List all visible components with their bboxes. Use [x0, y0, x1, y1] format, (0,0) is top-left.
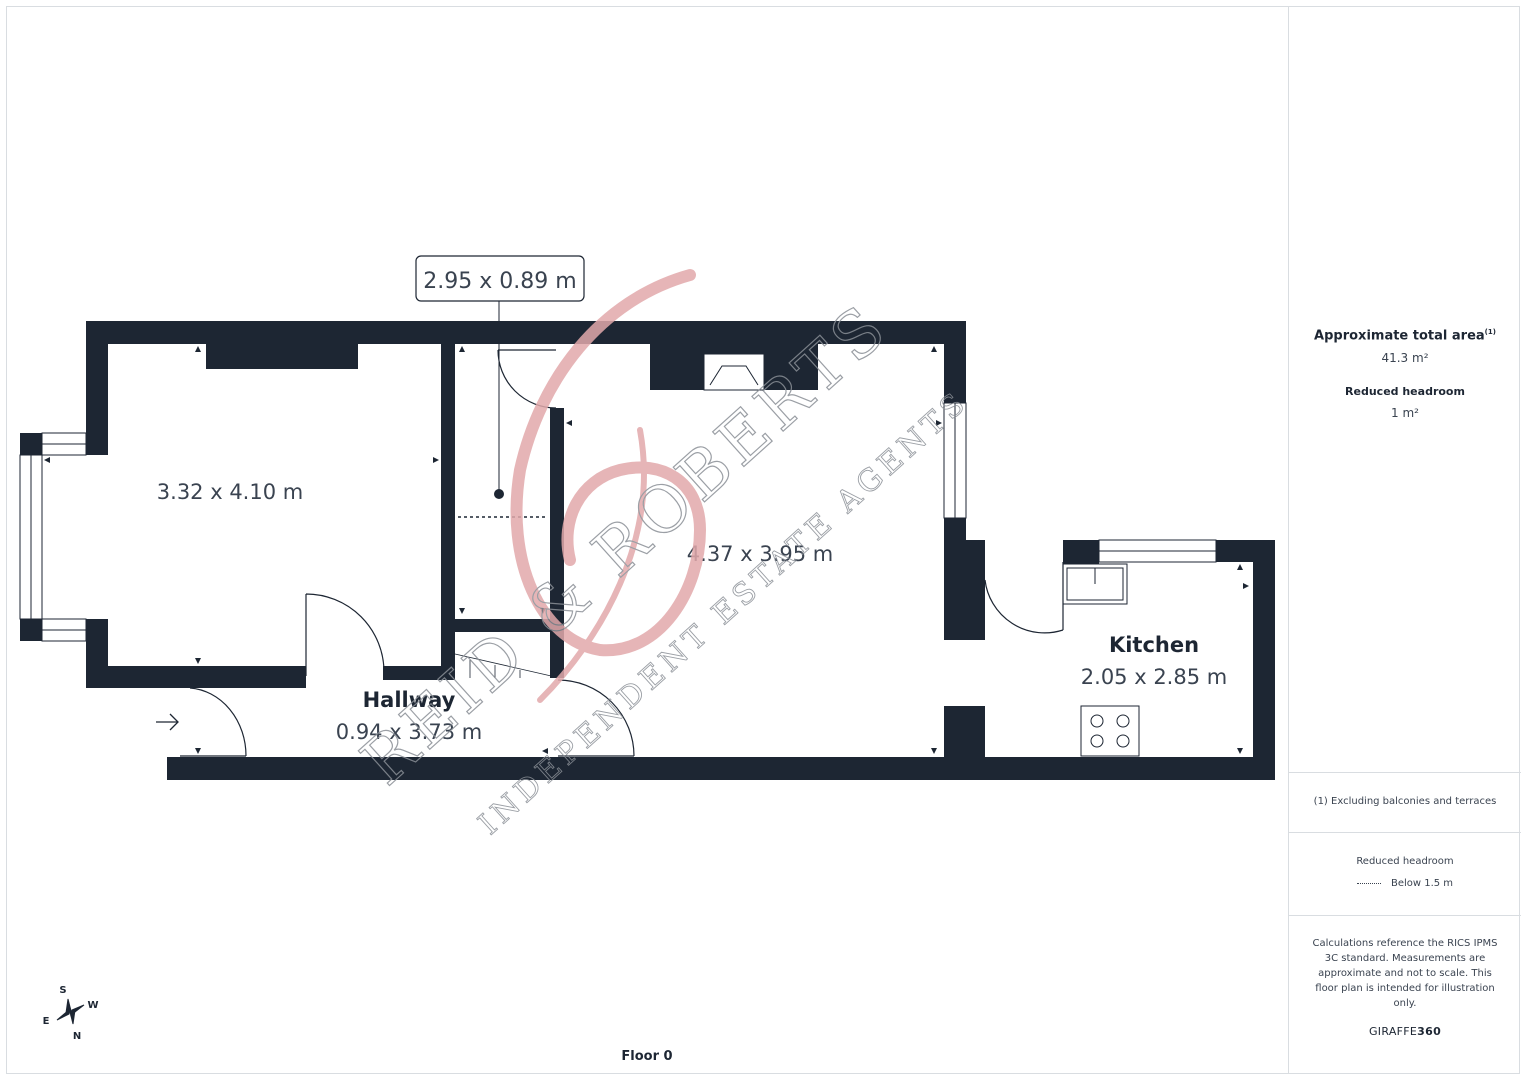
legend-title: Reduced headroom: [1356, 856, 1454, 867]
wall-bay-bottom: [20, 619, 42, 641]
total-area-note-marker: (1): [1484, 328, 1496, 336]
compass-n: N: [73, 1031, 81, 1042]
area-summary: Approximate total area(1) 41.3 m² Reduce…: [1289, 328, 1521, 420]
walls: [20, 321, 1275, 780]
total-area-title: Approximate total area(1): [1289, 328, 1521, 343]
divider: [1289, 772, 1521, 773]
legend-row: Below 1.5 m: [1289, 878, 1521, 889]
total-area-value: 41.3 m²: [1381, 351, 1429, 366]
reduced-headroom-title: Reduced headroom: [1345, 385, 1465, 399]
entrance-arrow-icon: [156, 713, 179, 731]
info-sidebar: Approximate total area(1) 41.3 m² Reduce…: [1288, 6, 1521, 1074]
storage-callout-leader: [494, 301, 504, 499]
doors: [180, 349, 1064, 757]
reduced-headroom-value: 1 m²: [1391, 406, 1419, 421]
page-frame: [6, 6, 1520, 1074]
hallway-name: Hallway: [363, 688, 456, 712]
stairs-diagonal: [454, 653, 561, 679]
windows: [19, 353, 1217, 642]
footnote: (1) Excluding balconies and terraces: [1313, 796, 1497, 807]
wall-right-upper: [944, 321, 966, 403]
wall-chimney-back: [650, 344, 818, 354]
wall-right-mid: [944, 518, 966, 540]
room-a-dimensions: 3.32 x 4.10 m: [157, 480, 303, 504]
hallway-dimensions: 0.94 x 3.73 m: [336, 720, 482, 744]
wall-room-a-bottom-right: [383, 666, 455, 680]
dotted-line-icon: [1356, 883, 1381, 884]
wall-kitchen-right: [1253, 540, 1275, 780]
door-front: [180, 687, 247, 757]
divider: [1289, 915, 1521, 916]
wall-right-jamb: [944, 540, 985, 640]
storage-callout-box: [415, 255, 585, 302]
fireplace-opening: [703, 353, 765, 391]
wall-room-a-top-block: [206, 344, 358, 369]
storage-callout-text: 2.95 x 0.89 m: [423, 269, 576, 294]
brand-suffix: 360: [1417, 1025, 1442, 1038]
wall-storage-shelf: [455, 619, 550, 632]
compass-s: S: [59, 985, 66, 996]
hob-icon: [1080, 705, 1140, 757]
room-b-dimensions: 4.37 x 3.95 m: [687, 542, 833, 566]
door-room-a: [305, 593, 385, 676]
floor-label: Floor 0: [621, 1049, 672, 1064]
wall-top: [86, 321, 966, 344]
kitchen-fixtures: [1062, 563, 1140, 757]
disclaimer: Calculations reference the RICS IPMS 3C …: [1312, 938, 1498, 1009]
wall-room-a-bottom-left: [86, 666, 306, 688]
compass-w: W: [87, 1000, 98, 1011]
door-room-b: [557, 679, 635, 757]
wall-partition-b: [550, 408, 564, 678]
wall-room-a-left-upper: [86, 321, 108, 455]
kitchen-name: Kitchen: [1109, 633, 1199, 657]
total-area-title-text: Approximate total area: [1314, 328, 1485, 344]
divider: [1289, 832, 1521, 833]
wall-bottom: [167, 757, 1275, 780]
door-kitchen: [984, 562, 1064, 634]
disclaimer-section: Calculations reference the RICS IPMS 3C …: [1289, 936, 1521, 1038]
legend-item: Below 1.5 m: [1390, 878, 1454, 889]
wall-partition-a: [441, 344, 455, 680]
compass-e: E: [43, 1016, 50, 1027]
wall-bay-top: [20, 433, 42, 455]
legend: Reduced headroom Below 1.5 m: [1289, 854, 1521, 889]
sink-icon: [1062, 563, 1128, 605]
compass-icon: S W E N: [43, 985, 99, 1042]
brand-prefix: GIRAFFE: [1368, 1025, 1418, 1038]
kitchen-dimensions: 2.05 x 2.85 m: [1081, 665, 1227, 689]
floor-plan: 2.95 x 0.89 m 3.32 x 4.10 m 4.37 x 3.95 …: [19, 255, 1275, 1064]
wall-kitchen-top-left: [1063, 540, 1099, 564]
brand-logo: GIRAFFE360: [1289, 1025, 1521, 1038]
